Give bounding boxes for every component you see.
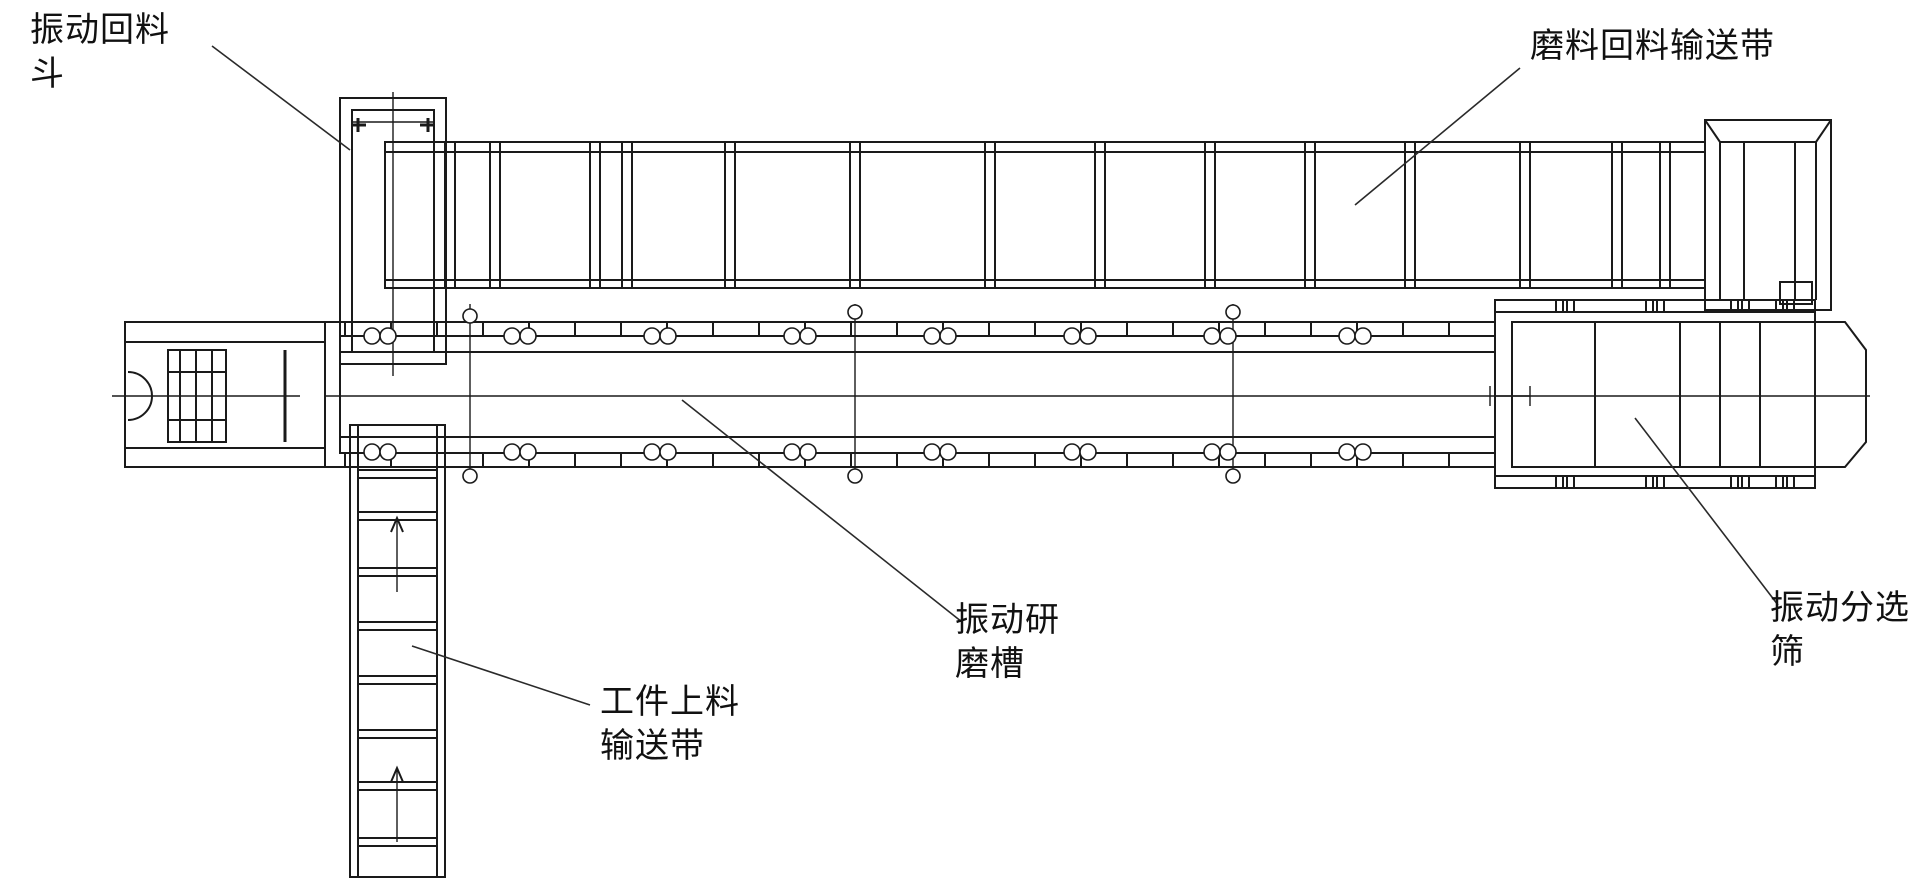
bolt [783,327,801,345]
vibrating-sorting-screen [1489,299,1870,489]
hopper-label-line1: 振动回料 [30,10,170,50]
label-loading-conveyor-belt: 工件上料输送带 [600,680,740,768]
bolt [659,443,677,461]
return-conveyor-label: 磨料回料输送带 [1530,26,1775,66]
bolt [1079,443,1097,461]
label-return-conveyor-belt: 磨料回料输送带 [1530,24,1775,68]
bolt [939,327,957,345]
bolt [923,327,941,345]
bolt [379,327,397,345]
bolt [1063,443,1081,461]
screen-mark [1656,475,1665,489]
bolt [1219,443,1237,461]
screen-mark [1555,475,1564,489]
screen-mark [1741,475,1750,489]
screen-mark [1730,299,1739,313]
loading-conveyor-belt [349,424,446,878]
bolt [363,443,381,461]
screen-mark [1775,475,1784,489]
bolt [519,443,537,461]
bolt [1063,327,1081,345]
trough-label-line1: 振动研 [955,600,1060,640]
bolt [1219,327,1237,345]
screen-mark [1566,299,1575,313]
label-vibrating-return-hopper: 振动回料斗 [30,8,170,96]
mount-bolt [1225,468,1241,484]
label-vibrating-grinding-trough: 振动研磨槽 [955,598,1060,686]
screen-mark [1786,475,1795,489]
leader-lines [211,45,1779,706]
screen-mark [1555,299,1564,313]
bolt [1203,443,1221,461]
bolt [1079,327,1097,345]
bolt [939,443,957,461]
bolt [363,327,381,345]
screen-mark [1775,299,1784,313]
bolt [1203,327,1221,345]
screen-mark [1566,475,1575,489]
screen-mark [1741,299,1750,313]
screen-label-line1: 振动分选 [1770,588,1910,628]
bolt [643,443,661,461]
bolt [503,443,521,461]
screen-mark [1656,299,1665,313]
screen-mark [1645,299,1654,313]
bolt [643,327,661,345]
screen-mark [1786,299,1795,313]
loading-conveyor-label-line1: 工件上料 [600,682,740,722]
return-conveyor-belt [384,119,1832,311]
bolt [799,443,817,461]
mount-bolt [1225,304,1241,320]
bolt [799,327,817,345]
loading-conveyor-label-line2: 输送带 [600,726,705,766]
screen-mark [1645,475,1654,489]
mount-bolt [847,468,863,484]
hopper-label-line2: 斗 [30,54,65,94]
bolt [659,327,677,345]
bolt [1354,327,1372,345]
screen-mark [1730,475,1739,489]
bolt [1338,443,1356,461]
mount-bolt [462,308,478,324]
bolt [379,443,397,461]
label-vibrating-sorting-screen: 振动分选筛 [1770,586,1910,674]
bolt [503,327,521,345]
bolt [1354,443,1372,461]
bolt [519,327,537,345]
mount-bolt [847,304,863,320]
bolt [1338,327,1356,345]
mount-bolt [462,468,478,484]
trough-label-line2: 磨槽 [955,644,1025,684]
vibrating-grinding-trough [112,304,1530,484]
bolt [923,443,941,461]
bolt [783,443,801,461]
screen-label-line2: 筛 [1770,632,1805,672]
